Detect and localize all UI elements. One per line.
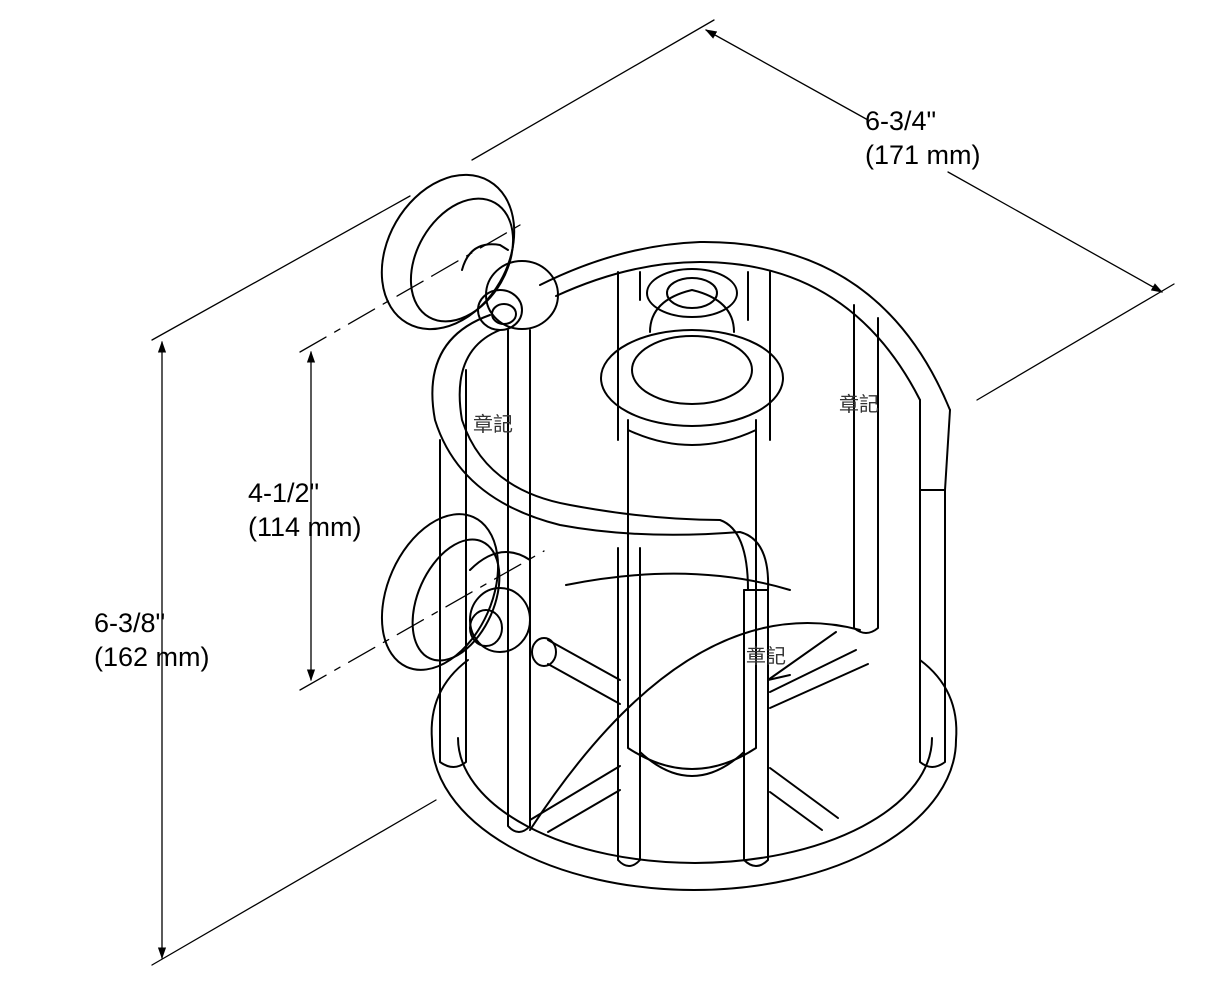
top-ring xyxy=(539,240,951,491)
bar-center-front xyxy=(617,547,641,867)
bar-left-back xyxy=(439,369,467,768)
mount-spacing-imperial: 4-1/2" xyxy=(248,478,320,508)
depth-imperial: 6-3/4" xyxy=(865,106,937,136)
watermark-text: 章記 xyxy=(839,392,879,416)
bar-back-right xyxy=(853,304,879,634)
height-dimension: 6-3/8" (162 mm) xyxy=(94,606,210,674)
spindle xyxy=(600,268,784,777)
lower-wall-mount xyxy=(380,513,557,671)
dimension-lines xyxy=(151,19,1175,966)
cage-bars xyxy=(439,271,946,867)
swing-arm xyxy=(431,314,770,591)
bar-right-back xyxy=(919,489,946,768)
mount-spacing-dimension: 4-1/2" (114 mm) xyxy=(248,476,362,544)
height-top-extension xyxy=(151,195,411,341)
mount-top-extension xyxy=(299,275,433,353)
right-extension-line xyxy=(976,283,1175,401)
bar-right-front xyxy=(743,589,769,867)
upper-center-line xyxy=(431,224,521,277)
base-spokes xyxy=(529,639,869,833)
top-extension-line xyxy=(471,19,715,161)
mount-spacing-metric: (114 mm) xyxy=(248,512,362,542)
height-imperial: 6-3/8" xyxy=(94,608,166,638)
mount-bottom-extension xyxy=(299,550,545,691)
upper-wall-mount xyxy=(380,173,559,331)
bar-back-center xyxy=(617,271,771,441)
height-bottom-extension xyxy=(151,799,437,966)
shelf-bracket xyxy=(767,631,837,681)
height-metric: (162 mm) xyxy=(94,642,210,672)
watermark-text: 章記 xyxy=(746,644,786,668)
bar-left-front xyxy=(507,329,531,833)
depth-metric: (171 mm) xyxy=(865,140,981,170)
depth-arrow-upper xyxy=(704,29,869,121)
watermark-text: 章記 xyxy=(473,412,513,436)
depth-dimension: 6-3/4" (171 mm) xyxy=(865,104,981,172)
depth-arrow-lower xyxy=(947,171,1164,293)
